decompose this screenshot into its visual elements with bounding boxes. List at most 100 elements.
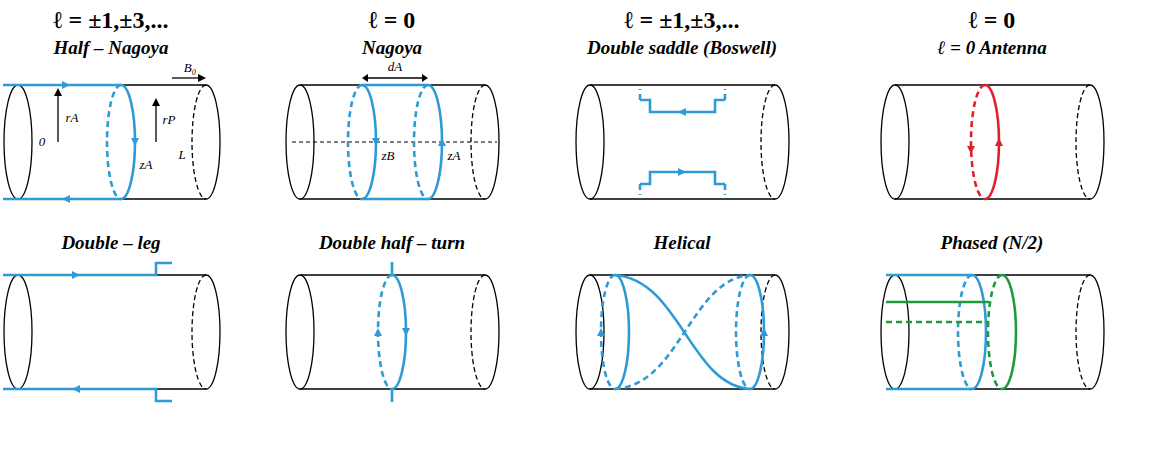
helix-strap-hidden [615, 275, 750, 389]
cylinder-end [775, 275, 789, 389]
cylinder-wall [300, 84, 485, 85]
antenna-leg [886, 388, 972, 391]
m0-antenna-figure [881, 85, 1104, 199]
cylinder-wall [590, 198, 775, 199]
antenna-ring [392, 275, 406, 389]
cylinder-end-hidden [471, 275, 485, 389]
field-arrow [172, 77, 200, 78]
cylinder-end [775, 85, 789, 199]
position-label: zA [448, 149, 461, 163]
cylinder-end-hidden [192, 275, 206, 389]
cylinder-end [1090, 275, 1104, 389]
antenna-name: Nagoya [362, 38, 422, 59]
antenna-name: ℓ = 0 Antenna [937, 38, 1047, 59]
antenna-ring-hidden [958, 275, 972, 389]
antenna-leg [3, 263, 172, 275]
cylinder-end [576, 85, 604, 199]
antenna-ring [362, 85, 376, 199]
saddle-coil-hidden [640, 184, 725, 195]
feed-stub [391, 389, 394, 402]
arrow-head [422, 74, 428, 82]
current-arrow [62, 81, 70, 89]
antenna-ring [121, 85, 135, 199]
cylinder-wall [300, 198, 485, 199]
saddle-coil-hidden [640, 89, 725, 100]
mode-number: ℓ = ±1,±3,... [53, 7, 168, 33]
antenna-name: Double half – turn [319, 233, 465, 254]
mode-number: ℓ = 0 [969, 7, 1016, 33]
antenna-ring-hidden [414, 85, 428, 199]
cylinder-end [4, 275, 32, 389]
cylinder-end [485, 275, 499, 389]
double-half-turn-figure [286, 262, 499, 402]
antenna-ring [985, 85, 999, 199]
mode-number: ℓ = ±1,±3,... [624, 7, 739, 33]
axis-label: L [178, 148, 185, 162]
feed-stub [391, 262, 394, 275]
cylinder-end-hidden [192, 85, 206, 199]
field-label: B₀ [184, 61, 196, 75]
nagoya-figure [286, 74, 499, 199]
antenna-ring [428, 85, 442, 199]
dimension-label: rP [163, 113, 176, 127]
radius-arrow [57, 94, 58, 142]
arrow-head [198, 74, 206, 82]
antenna-leg-phased [886, 301, 989, 304]
dimension-label: zA [140, 158, 153, 172]
dimension-line [366, 77, 424, 78]
antenna-ring-hidden [378, 275, 392, 389]
cylinder-end-hidden [1076, 275, 1090, 389]
current-arrow [678, 168, 686, 176]
antenna-name: Half – Nagoya [53, 38, 168, 59]
current-arrow [402, 328, 410, 336]
current-arrow [62, 195, 70, 203]
cylinder-end-hidden [761, 275, 775, 389]
current-arrow [967, 146, 975, 154]
cylinder-wall [895, 84, 1090, 85]
axis-line [292, 142, 497, 143]
mode-number: ℓ = 0 [369, 7, 416, 33]
helical-figure [576, 275, 789, 389]
antenna-ring-hidden [736, 275, 750, 389]
position-label: zB [382, 149, 395, 163]
current-arrow [995, 138, 1003, 146]
current-arrow [438, 138, 446, 146]
antenna-ring-hidden [348, 85, 362, 199]
cylinder-end [4, 85, 32, 199]
antenna-ring-phased-hidden [988, 275, 1002, 389]
antenna-ring [615, 275, 629, 389]
cylinder-wall [590, 84, 775, 85]
cylinder-end [576, 275, 604, 389]
double-saddle-figure [576, 85, 789, 199]
antenna-name: Helical [654, 233, 711, 254]
axis-label: 0 [39, 135, 46, 149]
arrow-head [54, 88, 62, 96]
antenna-strap [362, 198, 428, 201]
cylinder-end-hidden [761, 85, 775, 199]
dimension-label: dA [388, 60, 402, 74]
antenna-ring [750, 275, 764, 389]
antenna-ring-hidden [971, 85, 985, 199]
antenna-ring-phased [1002, 275, 1016, 389]
current-arrow [72, 271, 80, 279]
half-nagoya-figure [3, 74, 220, 203]
current-arrow [678, 108, 686, 116]
cylinder-wall [895, 198, 1090, 199]
antenna-ring-hidden [601, 275, 615, 389]
cylinder-end [286, 275, 314, 389]
current-arrow [372, 138, 380, 146]
antenna-name: Phased (N/2) [941, 233, 1044, 254]
antenna-ring-hidden [107, 85, 121, 199]
antenna-leg-phased-hidden [886, 321, 989, 324]
antenna-leg [886, 274, 972, 277]
cylinder-end-hidden [1076, 85, 1090, 199]
double-leg-figure [3, 263, 220, 401]
antenna-name: Double – leg [61, 233, 160, 254]
current-arrow [374, 328, 382, 336]
cylinder-end [1090, 85, 1104, 199]
antenna-leg [3, 389, 172, 401]
current-arrow [131, 138, 139, 146]
current-arrow [760, 328, 768, 336]
phased-figure [881, 275, 1104, 389]
